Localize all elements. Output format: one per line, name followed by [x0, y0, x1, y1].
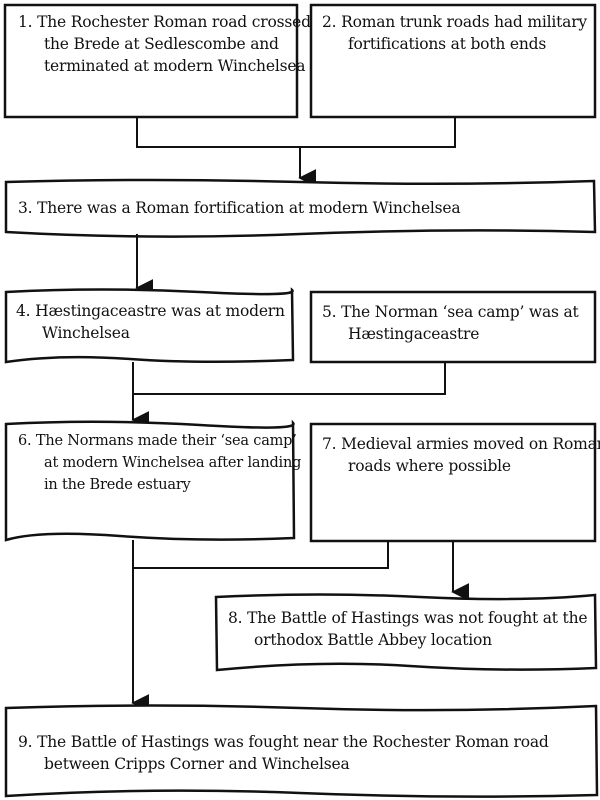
node-8-label: The Battle of Hastings was not fought at… [247, 609, 588, 649]
node-8-text: 8. The Battle of Hastings was not fought… [228, 607, 600, 651]
node-5-label: The Norman ‘sea camp’ was at Hæstingacea… [341, 303, 579, 343]
node-1-number: 1. [18, 13, 33, 31]
node-4-box [4, 287, 295, 364]
node-2-text: 2. Roman trunk roads had military fortif… [322, 11, 600, 55]
node-6-label: The Normans made their ‘sea camp’ at mod… [35, 433, 302, 493]
node-6-box [4, 419, 296, 542]
node-5-text: 5. The Norman ‘sea camp’ was at Hæstinga… [322, 301, 600, 345]
node-6-number: 6. [18, 433, 32, 449]
node-7-text: 7. Medieval armies moved on Roman roads … [322, 433, 600, 477]
node-9-text: 9. The Battle of Hastings was fought nea… [18, 731, 600, 775]
node-4-text: 4. Hæstingaceastre was at modern Winchel… [16, 300, 304, 344]
node-1-label: The Rochester Roman road crossed the Bre… [37, 13, 311, 75]
node-2-label: Roman trunk roads had military fortifica… [341, 13, 587, 53]
node-3-number: 3. [18, 199, 33, 217]
edge-6-7-to-9 [132, 540, 389, 569]
node-6-text: 6. The Normans made their ‘sea camp’ at … [18, 430, 312, 496]
node-8-box [214, 593, 598, 672]
node-1-text: 1. The Rochester Roman road crossed the … [18, 11, 314, 77]
node-9-box [4, 704, 599, 798]
node-2-box [309, 3, 597, 119]
node-7-box [309, 422, 597, 543]
node-5-number: 5. [322, 303, 337, 321]
node-8-number: 8. [228, 609, 243, 627]
node-3-box [4, 178, 597, 238]
node-4-number: 4. [16, 302, 31, 320]
node-7-label: Medieval armies moved on Roman roads whe… [341, 435, 600, 475]
node-9-number: 9. [18, 733, 33, 751]
node-4-label: Hæstingaceastre was at modern Winchelsea [35, 302, 285, 342]
node-9-label: The Battle of Hastings was fought near t… [37, 733, 549, 773]
node-3-label: There was a Roman fortification at moder… [37, 199, 461, 217]
edge-1-2-to-3 [136, 117, 456, 148]
node-7-number: 7. [322, 435, 337, 453]
node-3-text: 3. There was a Roman fortification at mo… [18, 197, 588, 219]
node-1-box [3, 3, 299, 119]
node-5-box [309, 290, 597, 364]
edge-4-5-to-6 [132, 362, 446, 395]
node-2-number: 2. [322, 13, 337, 31]
